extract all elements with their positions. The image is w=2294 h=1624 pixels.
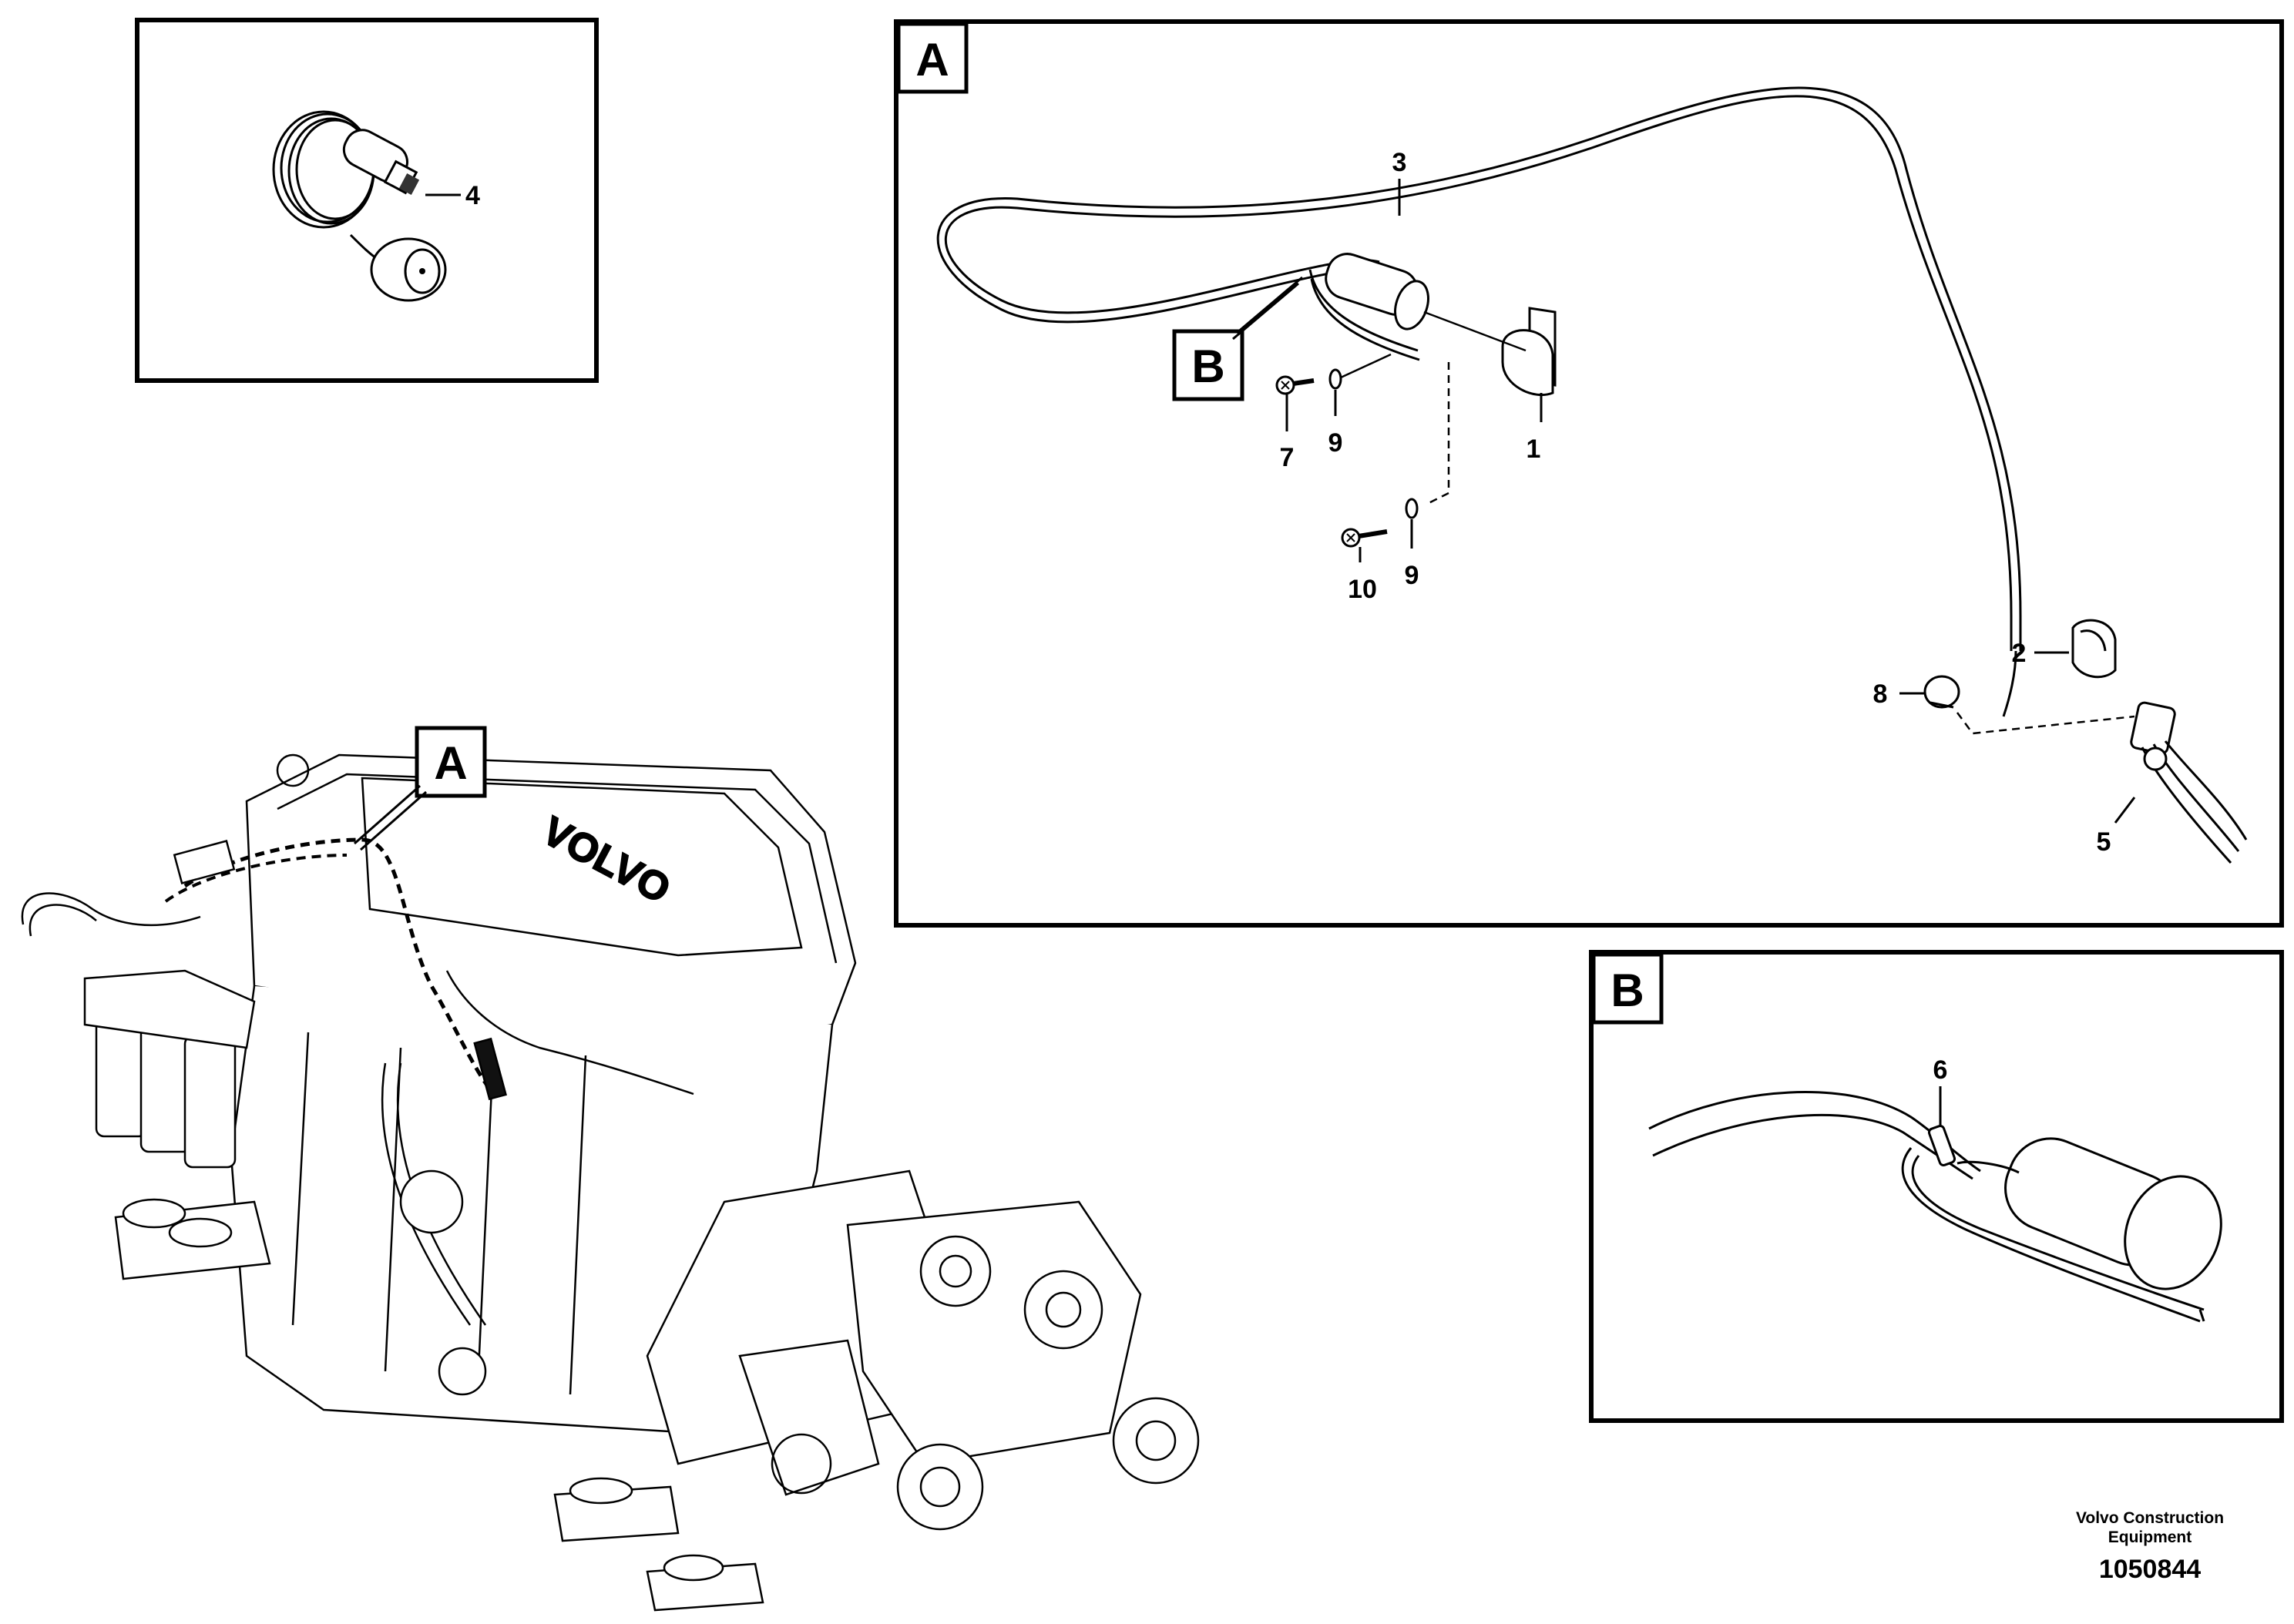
callout-7: 7 xyxy=(1280,443,1295,472)
engine-view-a-marker: A xyxy=(354,726,487,851)
sensor-body-illustration xyxy=(1308,253,1429,361)
sensor-cable-illustration xyxy=(936,86,2022,717)
callout-5: 5 xyxy=(2097,827,2111,857)
dashed-assembly-line-bracket xyxy=(1425,362,1450,506)
callout-9-lower: 9 xyxy=(1405,561,1419,590)
coiled-cable-illustration xyxy=(272,110,410,263)
panel-view-b: B 6 xyxy=(1589,950,2284,1423)
assembly-line-washer-upper xyxy=(1340,353,1392,379)
bracket-illustration xyxy=(1501,307,1557,397)
callout-3: 3 xyxy=(1392,148,1407,177)
detail-b-marker-label: B xyxy=(1191,341,1224,392)
view-b-label: B xyxy=(1611,965,1644,1016)
washer-9-lower-icon xyxy=(1405,498,1419,519)
callout-9-upper: 9 xyxy=(1328,428,1343,458)
callout-6: 6 xyxy=(1933,1055,1948,1085)
drawing-number: 1050844 xyxy=(2098,1555,2202,1584)
engine-overview-illustration xyxy=(21,753,1200,1612)
callout-8: 8 xyxy=(1873,679,1888,709)
dashed-assembly-line-cap xyxy=(1956,712,2135,735)
assembly-line-sensor-bracket xyxy=(1423,310,1527,352)
screw-10-illustration xyxy=(1341,528,1388,548)
callout-2: 2 xyxy=(2012,639,2027,668)
company-line-2: Equipment xyxy=(2108,1528,2192,1546)
connector-5-illustration xyxy=(2130,701,2248,864)
plug-connector-icon xyxy=(342,129,420,195)
leader-line-5 xyxy=(2114,797,2136,824)
engine-a-label: A xyxy=(434,737,467,789)
company-name: Volvo Construction Equipment xyxy=(2050,1508,2250,1547)
screw-7-illustration xyxy=(1275,375,1315,395)
washer-9-upper-icon xyxy=(1328,368,1342,390)
cap-8-illustration xyxy=(1923,675,1960,709)
view-a-label: A xyxy=(915,34,949,86)
panel-view-a: A 1 3 B xyxy=(894,19,2284,928)
callout-1: 1 xyxy=(1527,435,1541,464)
clip-2-illustration xyxy=(2071,619,2117,679)
panel-cable-detail: 4 xyxy=(135,18,599,383)
callout-4: 4 xyxy=(465,181,480,210)
round-sensor-icon xyxy=(370,237,447,302)
detail-b-sensor-body xyxy=(1956,1137,2222,1290)
detail-b-pointer xyxy=(1232,276,1303,341)
company-line-1: Volvo Construction xyxy=(2075,1509,2225,1527)
tie-clip-6-icon xyxy=(1927,1124,1956,1167)
callout-10: 10 xyxy=(1348,575,1377,604)
